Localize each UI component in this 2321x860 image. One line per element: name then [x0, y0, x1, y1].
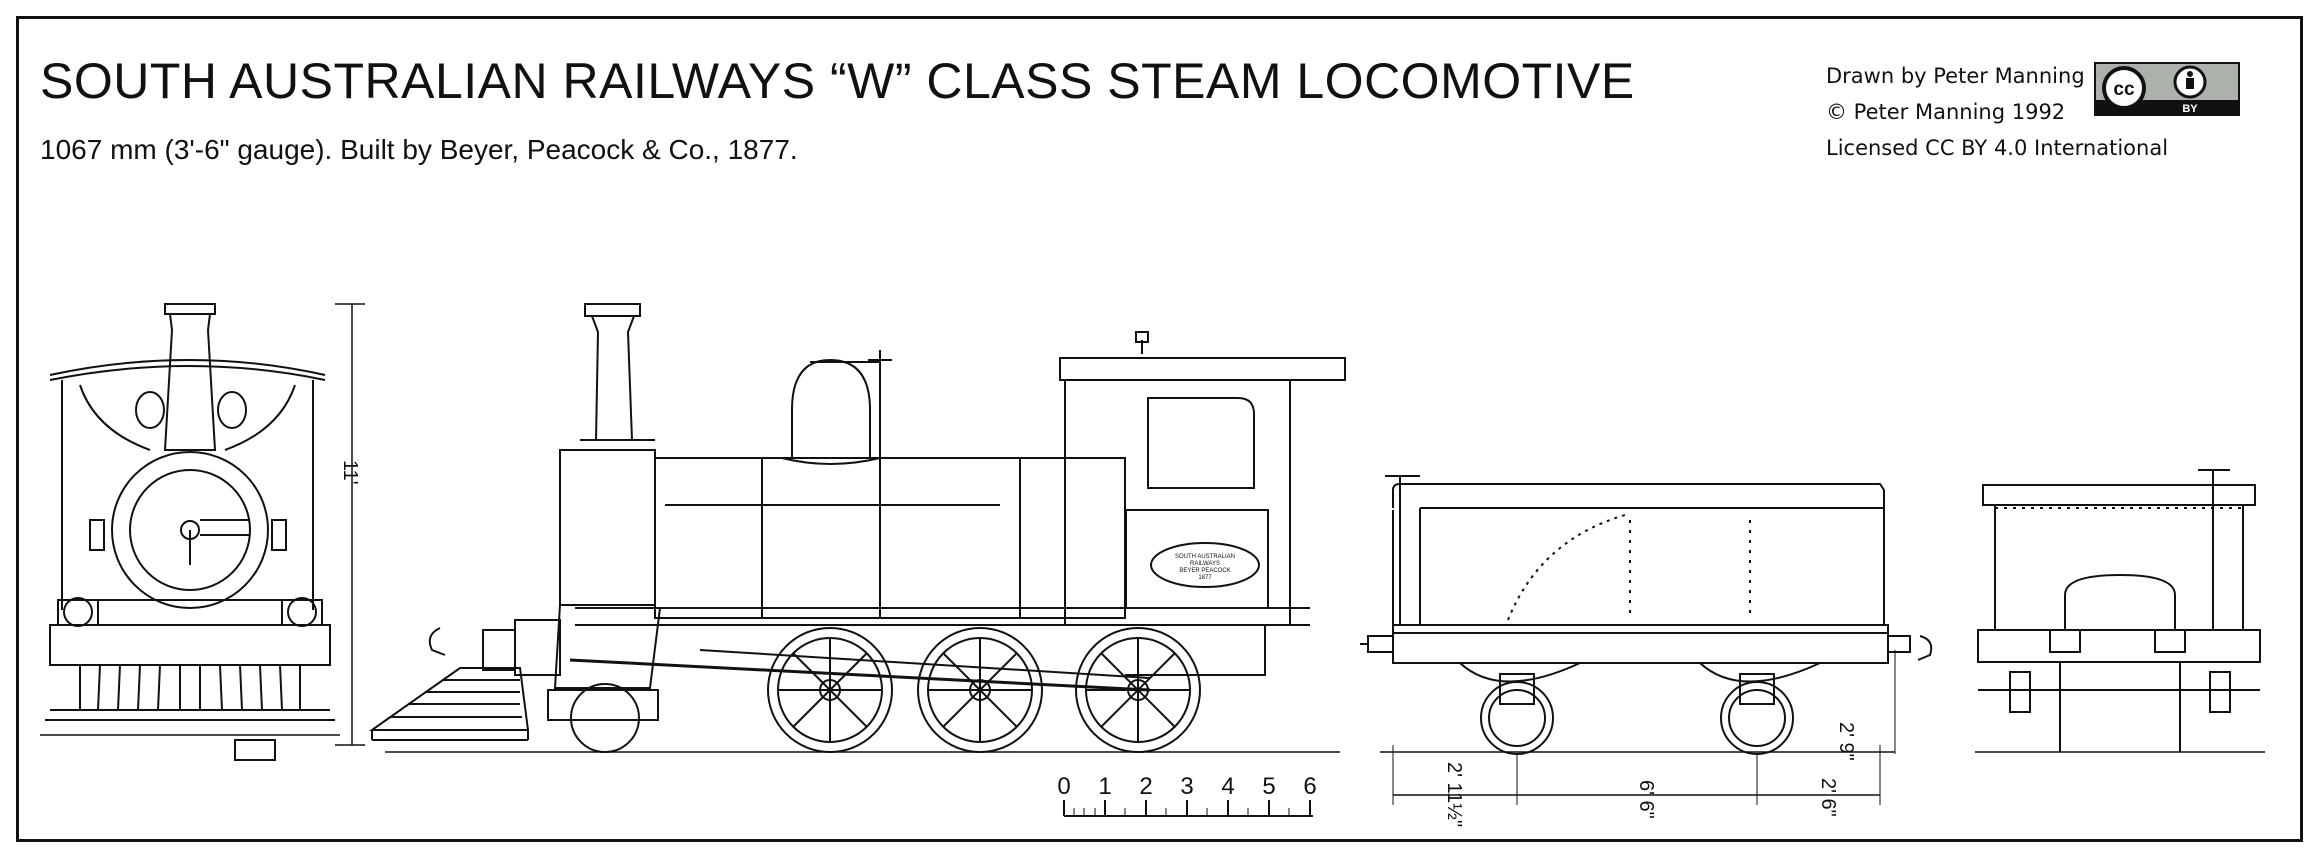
- dimension-height-label: 11': [339, 460, 361, 485]
- dimension-tender-wheel-dia-label: 2' 11½": [1443, 762, 1465, 827]
- dimension-tender-wheel-height-label: 2' 9": [1835, 722, 1857, 761]
- tender-rear-view: [1975, 469, 2265, 753]
- dimension-tender-wheelbase-label: 6' 6": [1635, 780, 1657, 819]
- tender-side-view: [1360, 475, 1933, 805]
- nameplate-line-1: SOUTH AUSTRALIAN: [1175, 554, 1235, 560]
- credits-block: Drawn by Peter Manning © Peter Manning 1…: [1826, 58, 2168, 166]
- scale-label-2: 2: [1139, 773, 1152, 800]
- dimension-tender-axle-spacing-label: 2' 6": [1817, 778, 1839, 817]
- drawing-subtitle: 1067 mm (3'-6" gauge). Built by Beyer, P…: [40, 134, 798, 165]
- nameplate-line-3: BEYER PEACOCK: [1179, 568, 1230, 574]
- locomotive-side-view: [368, 303, 1346, 753]
- scale-label-3: 3: [1180, 773, 1193, 800]
- scale-label-1: 1: [1098, 773, 1111, 800]
- nameplate-line-2: RAILWAYS: [1190, 561, 1220, 567]
- nameplate-line-4: 1877: [1198, 575, 1212, 581]
- scale-label-4: 4: [1221, 773, 1234, 800]
- cc-by-license-icon: cc BY: [2094, 62, 2240, 116]
- cc-badge-text: cc: [2113, 79, 2135, 100]
- drawing-title: SOUTH AUSTRALIAN RAILWAYS “W” CLASS STEA…: [40, 53, 1635, 109]
- scale-bar: [1063, 800, 1313, 817]
- credit-drawn-by: Drawn by Peter Manning: [1826, 64, 2085, 88]
- scale-label-5: 5: [1262, 773, 1275, 800]
- credit-license: Licensed CC BY 4.0 International: [1826, 136, 2169, 160]
- front-elevation-view: [40, 303, 365, 761]
- scale-label-0: 0: [1057, 773, 1070, 800]
- scale-label-6: 6: [1303, 773, 1316, 800]
- by-badge-text: BY: [2182, 103, 2198, 115]
- drawing-border: [16, 16, 2303, 842]
- credit-copyright: © Peter Manning 1992: [1826, 100, 2066, 124]
